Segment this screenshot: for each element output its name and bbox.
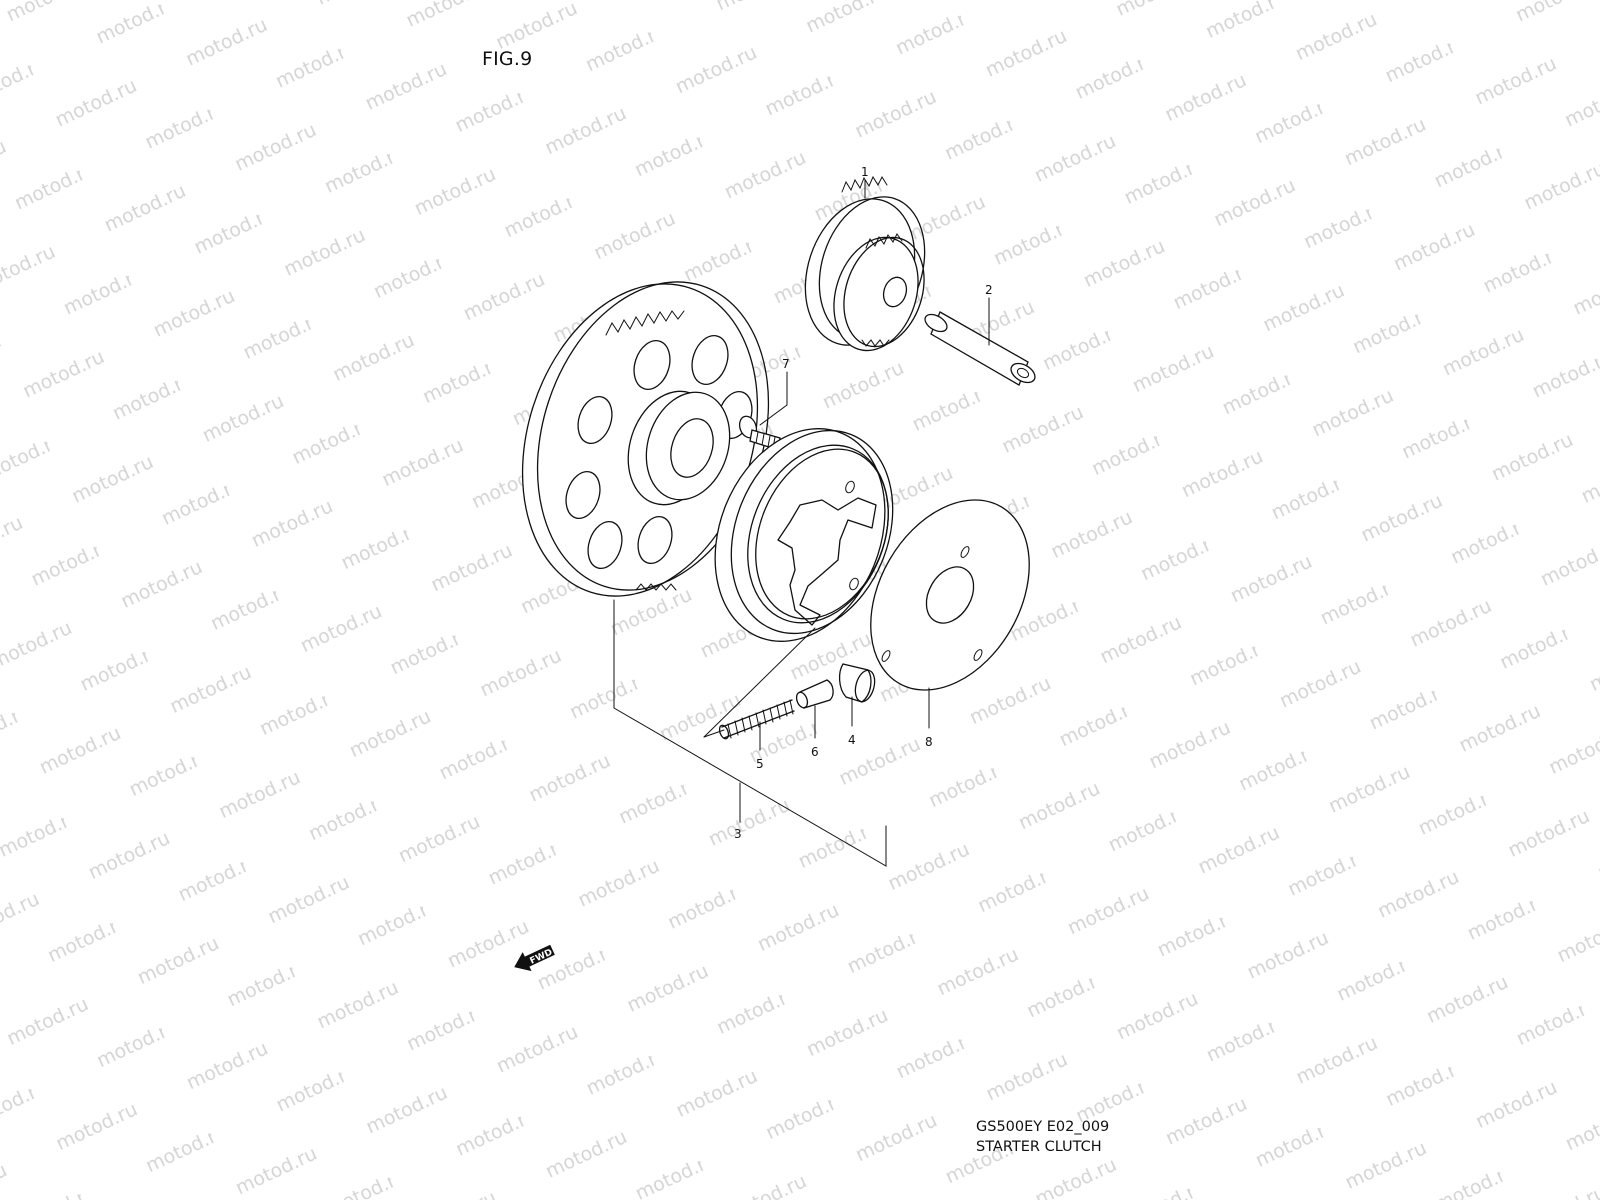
callout-6: 6: [811, 745, 819, 759]
part-8-plate[interactable]: [838, 472, 1061, 729]
callout-7: 7: [782, 357, 790, 371]
figure-title: FIG.9: [482, 48, 533, 70]
figure-caption: GS500EY E02_009 STARTER CLUTCH: [976, 1117, 1109, 1157]
callout-2: 2: [985, 283, 993, 297]
callout-1: 1: [861, 165, 869, 179]
section-name: STARTER CLUTCH: [976, 1139, 1102, 1155]
callout-4: 4: [848, 733, 856, 747]
part-3-clutch-housing[interactable]: [685, 403, 922, 667]
part-6-cap[interactable]: [795, 679, 834, 739]
part-2-shaft[interactable]: [922, 297, 1038, 386]
callout-8: 8: [925, 735, 933, 749]
callout-5: 5: [756, 757, 764, 771]
callout-3: 3: [734, 827, 742, 841]
part-4-roller[interactable]: [838, 663, 878, 727]
model-code: GS500EY E02_009: [976, 1119, 1110, 1135]
fwd-direction-arrow: FWD: [514, 944, 555, 972]
assembly-bracket-3: [613, 599, 887, 867]
part-1-idle-gear[interactable]: [787, 175, 942, 362]
part-5-spring[interactable]: [703, 627, 816, 751]
